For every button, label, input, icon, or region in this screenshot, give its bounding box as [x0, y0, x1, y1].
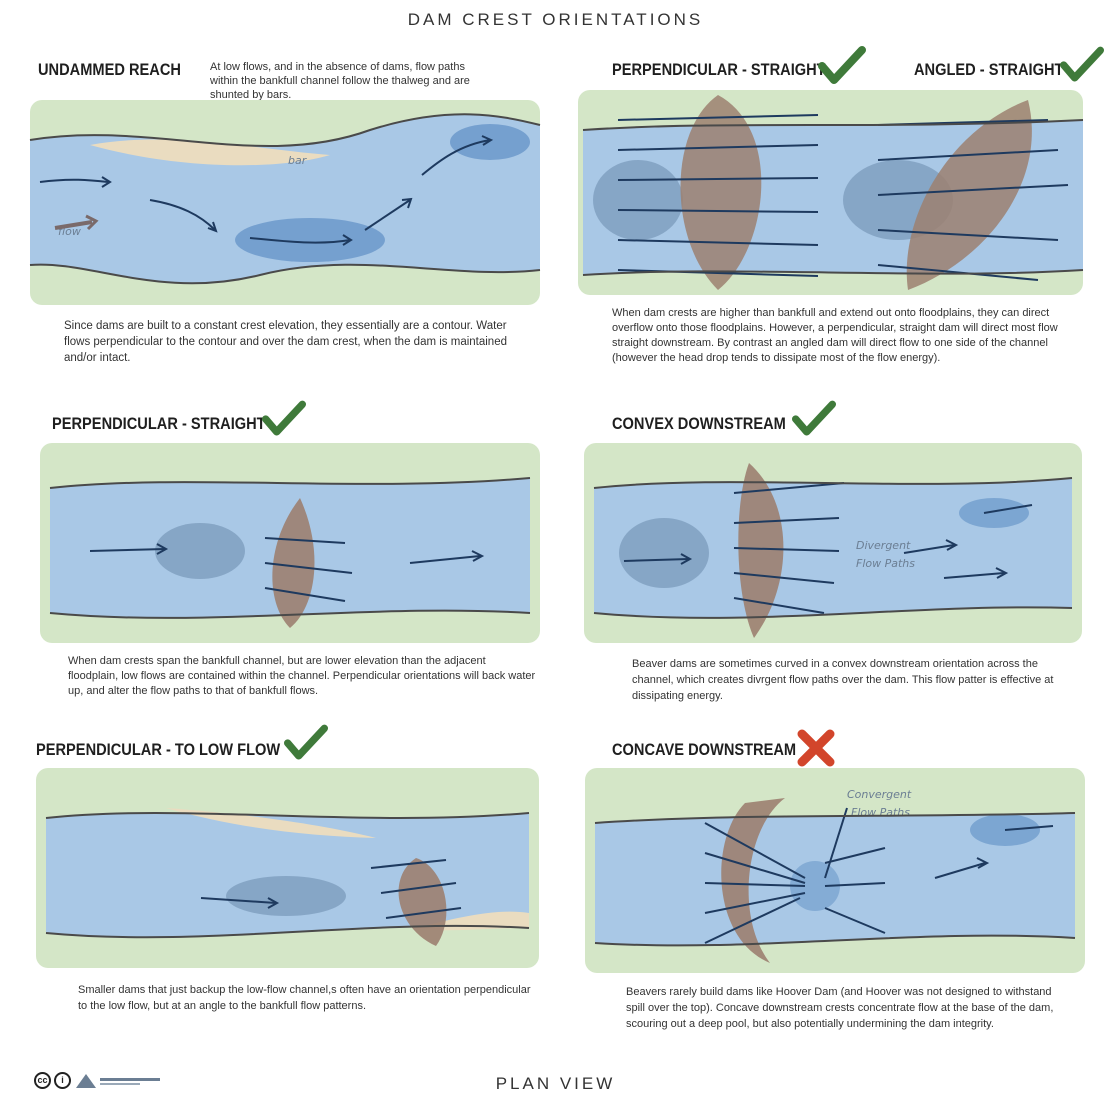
perp-low-caption: Smaller dams that just backup the low-fl… — [78, 982, 538, 1014]
cross-icon — [796, 728, 836, 768]
convex-caption: Beaver dams are sometimes curved in a co… — [632, 656, 1062, 704]
convex-title: CONVEX DOWNSTREAM — [612, 414, 786, 434]
plan-view-label: PLAN VIEW — [0, 1074, 1111, 1094]
perp-straight-diagram — [40, 443, 540, 643]
bar-label: bar — [288, 154, 308, 167]
top-right-caption: When dam crests are higher than bankfull… — [612, 306, 1062, 366]
divergent-label-2: Flow Paths — [856, 557, 915, 570]
undammed-note: At low flows, and in the absence of dams… — [210, 60, 480, 102]
concave-title: CONCAVE DOWNSTREAM — [612, 740, 796, 760]
undammed-diagram: bar flow — [30, 100, 540, 305]
perp-straight-caption: When dam crests span the bankfull channe… — [68, 654, 538, 699]
divergent-label-1: Divergent — [856, 539, 911, 552]
perp-straight-title: PERPENDICULAR - STRAIGHT — [52, 414, 266, 434]
convergent-label-1: Convergent — [847, 788, 912, 801]
concave-caption: Beavers rarely build dams like Hoover Da… — [626, 984, 1066, 1032]
check-icon — [1060, 46, 1104, 84]
perp-low-title: PERPENDICULAR - TO LOW FLOW — [36, 740, 280, 760]
page-title: DAM CREST ORIENTATIONS — [0, 10, 1111, 30]
perp-low-diagram — [36, 768, 539, 968]
undammed-title: UNDAMMED REACH — [38, 60, 181, 80]
top-right-title-a: PERPENDICULAR - STRAIGHT — [612, 60, 826, 80]
convergent-label-2: Flow Paths — [851, 806, 910, 819]
check-icon — [792, 400, 836, 438]
undammed-caption: Since dams are built to a constant crest… — [64, 318, 524, 366]
check-icon — [284, 724, 328, 762]
top-right-title-b: ANGLED - STRAIGHT — [914, 60, 1063, 80]
check-icon — [818, 46, 866, 86]
concave-diagram: Convergent Flow Paths — [585, 768, 1085, 973]
check-icon — [262, 400, 306, 438]
convex-diagram: Divergent Flow Paths — [584, 443, 1082, 643]
top-right-diagram — [578, 90, 1083, 295]
